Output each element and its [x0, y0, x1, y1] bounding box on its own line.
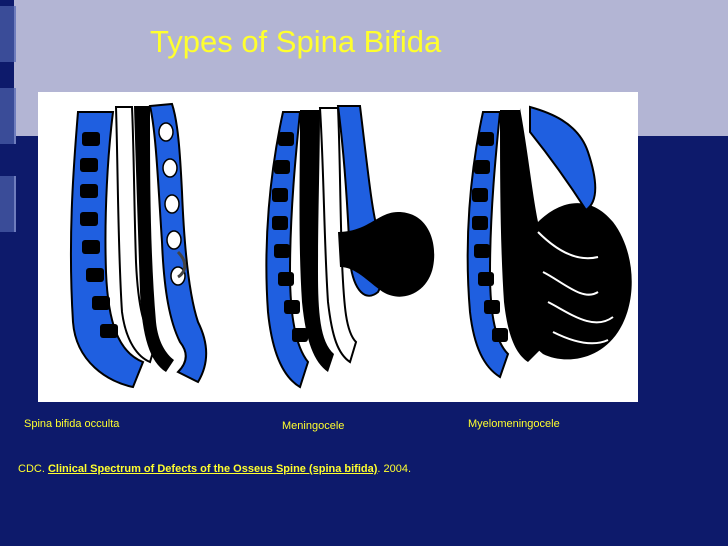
caption-occulta: Spina bifida occulta [24, 418, 120, 430]
citation-prefix: CDC. [18, 463, 48, 475]
left-strip [0, 0, 16, 546]
citation-link[interactable]: Clinical Spectrum of Defects of the Osse… [47, 463, 378, 475]
caption-meningocele: Meningocele [282, 420, 345, 432]
side-tab [0, 88, 16, 144]
spine-myelomeningocele-drawing [466, 105, 632, 379]
spine-meningocele-drawing [265, 105, 435, 389]
side-tab [0, 176, 16, 232]
spina-bifida-illustration [38, 92, 638, 402]
side-tab [0, 6, 16, 62]
citation: CDC. Clinical Spectrum of Defects of the… [18, 463, 411, 475]
citation-suffix: . 2004. [377, 463, 412, 475]
caption-myelomeningocele: Myelomeningocele [468, 418, 560, 430]
slide-title: Types of Spina Bifida [150, 24, 442, 59]
spine-occulta-drawing [69, 102, 208, 389]
